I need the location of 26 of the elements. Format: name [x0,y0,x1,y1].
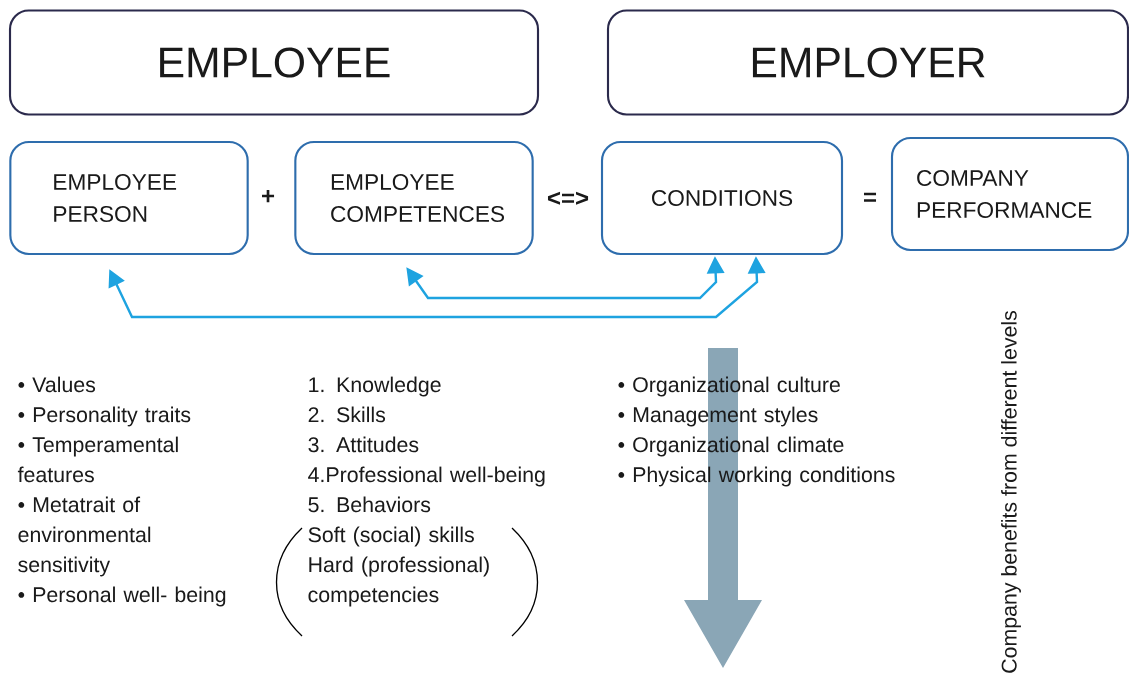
concept-box: EMPLOYEE COMPETENCES [294,140,534,256]
list-item: • Temperamental features [17,436,178,483]
list-item: 2. Skills [308,406,386,423]
list-item: • Organizational culture [618,376,840,397]
list-item: 5. Behaviors [308,496,431,513]
list-item: • Management styles [618,406,818,427]
list-item: • Metatrait of environmental sensitivity [18,496,151,577]
list-item: Hard (professional) competencies [308,556,489,607]
concept-box: CONDITIONS [600,140,844,256]
equivalence-sign: <=> [548,191,589,205]
list-item: • Organizational climate [618,436,844,457]
list-item: • Physical working conditions [618,466,895,487]
header-box: EMPLOYER [606,9,1129,116]
list-item: • Values [18,376,96,393]
vertical-text: Company benefits from different levels [1001,311,1021,673]
list-item: • Personal well- being [18,586,226,607]
list-item: • Personality traits [18,406,191,427]
list-item: 4.Professional well-being [308,466,545,487]
header-box: EMPLOYEE [8,9,540,116]
list-item: 3. Attitudes [308,436,419,453]
equals-sign: = [864,192,876,202]
list-item: 1. Knowledge [309,376,441,397]
concept-box: EMPLOYEE PERSON [9,140,249,256]
concept-box: COMPANY PERFORMANCE [890,136,1129,252]
plus-sign: + [262,189,275,203]
list-item: Soft (social) skills [308,526,474,547]
